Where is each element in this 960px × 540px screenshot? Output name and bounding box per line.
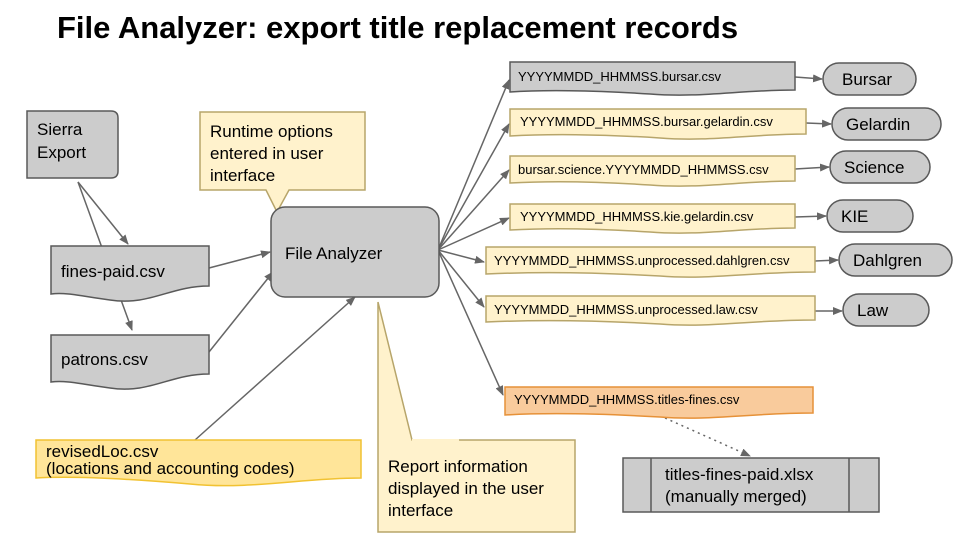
titles-fines-paid-node: titles-fines-paid.xlsx (manually merged) xyxy=(622,457,880,513)
output-file-2: YYYYMMDD_HHMMSS.bursar.gelardin.csv xyxy=(509,108,807,140)
output-file-label-4: YYYYMMDD_HHMMSS.kie.gelardin.csv xyxy=(520,209,754,224)
file-analyzer-node: File Analyzer xyxy=(270,206,440,298)
sierra-export-node: Sierra Export xyxy=(26,110,119,179)
output-file-label-1: YYYYMMDD_HHMMSS.bursar.csv xyxy=(518,69,721,84)
revised-loc-label-1: revisedLoc.csv xyxy=(46,442,159,461)
edge-revisedloc-to-analyzer xyxy=(194,296,356,441)
target-science: Science xyxy=(829,150,931,184)
report-info-note: Report information displayed in the user… xyxy=(377,301,576,533)
edge-out-7-to-xlsx xyxy=(664,417,751,457)
patrons-label: patrons.csv xyxy=(61,350,148,369)
report-note-line-3: interface xyxy=(388,501,453,520)
output-file-1: YYYYMMDD_HHMMSS.bursar.csv xyxy=(509,61,796,96)
edge-analyzer-to-out-6 xyxy=(437,249,485,308)
output-file-label-5: YYYYMMDD_HHMMSS.unprocessed.dahlgren.csv xyxy=(494,253,790,268)
output-file-7: YYYYMMDD_HHMMSS.titles-fines.csv xyxy=(504,386,814,419)
target-law: Law xyxy=(842,293,930,327)
report-note-line-2: displayed in the user xyxy=(388,479,544,498)
sierra-export-label-1: Sierra xyxy=(37,120,83,139)
output-file-label-2: YYYYMMDD_HHMMSS.bursar.gelardin.csv xyxy=(520,114,773,129)
edge-analyzer-to-out-4 xyxy=(437,217,510,251)
edge-fines-to-analyzer xyxy=(208,250,271,269)
edge-out-2-to-gelardin xyxy=(805,119,832,128)
target-kie: KIE xyxy=(826,199,914,233)
sierra-export-label-2: Export xyxy=(37,143,86,162)
target-label-law: Law xyxy=(857,301,889,320)
output-file-4: YYYYMMDD_HHMMSS.kie.gelardin.csv xyxy=(509,203,796,234)
target-label-bursar: Bursar xyxy=(842,70,892,89)
edge-analyzer-to-out-3 xyxy=(437,169,510,251)
runtime-note-line-1: Runtime options xyxy=(210,122,333,141)
revised-loc-node: revisedLoc.csv (locations and accounting… xyxy=(35,439,362,487)
edge-analyzer-to-out-2 xyxy=(437,123,510,251)
runtime-note-line-3: interface xyxy=(210,166,275,185)
titles-fines-paid-line-1: titles-fines-paid.xlsx xyxy=(665,465,814,484)
output-file-5: YYYYMMDD_HHMMSS.unprocessed.dahlgren.csv xyxy=(485,246,816,278)
target-label-kie: KIE xyxy=(841,207,868,226)
page-title: File Analyzer: export title replacement … xyxy=(57,10,739,45)
fines-paid-label: fines-paid.csv xyxy=(61,262,165,281)
output-file-label-3: bursar.science.YYYYMMDD_HHMMSS.csv xyxy=(518,162,769,177)
target-label-dahlgren: Dahlgren xyxy=(853,251,922,270)
target-gelardin: Gelardin xyxy=(831,107,942,141)
report-note-line-1: Report information xyxy=(388,457,528,476)
revised-loc-label-2: (locations and accounting codes) xyxy=(46,459,295,478)
edge-patrons-to-analyzer xyxy=(208,271,274,353)
output-file-label-6: YYYYMMDD_HHMMSS.unprocessed.law.csv xyxy=(494,302,758,317)
edge-out-3-to-science xyxy=(794,163,830,172)
target-label-gelardin: Gelardin xyxy=(846,115,910,134)
edge-analyzer-to-out-1 xyxy=(437,79,510,251)
edge-analyzer-to-out-5 xyxy=(437,249,485,264)
target-dahlgren: Dahlgren xyxy=(838,243,953,277)
patrons-node: patrons.csv xyxy=(50,334,210,390)
output-file-label-7: YYYYMMDD_HHMMSS.titles-fines.csv xyxy=(514,392,740,407)
output-file-6: YYYYMMDD_HHMMSS.unprocessed.law.csv xyxy=(485,295,816,326)
target-label-science: Science xyxy=(844,158,904,177)
edge-analyzer-to-out-7 xyxy=(437,249,504,396)
edge-out-5-to-dahlgren xyxy=(814,256,839,265)
titles-fines-paid-line-2: (manually merged) xyxy=(665,487,807,506)
output-file-3: bursar.science.YYYYMMDD_HHMMSS.csv xyxy=(509,155,796,187)
runtime-note-line-2: entered in user xyxy=(210,144,324,163)
file-analyzer-label: File Analyzer xyxy=(285,244,383,263)
edge-out-4-to-kie xyxy=(794,212,827,221)
edge-sierra-to-fines xyxy=(77,181,129,245)
edge-out-1-to-bursar xyxy=(794,74,823,83)
fines-paid-node: fines-paid.csv xyxy=(50,245,210,302)
runtime-options-note: Runtime options entered in user interfac… xyxy=(199,111,366,214)
target-bursar: Bursar xyxy=(822,62,917,96)
